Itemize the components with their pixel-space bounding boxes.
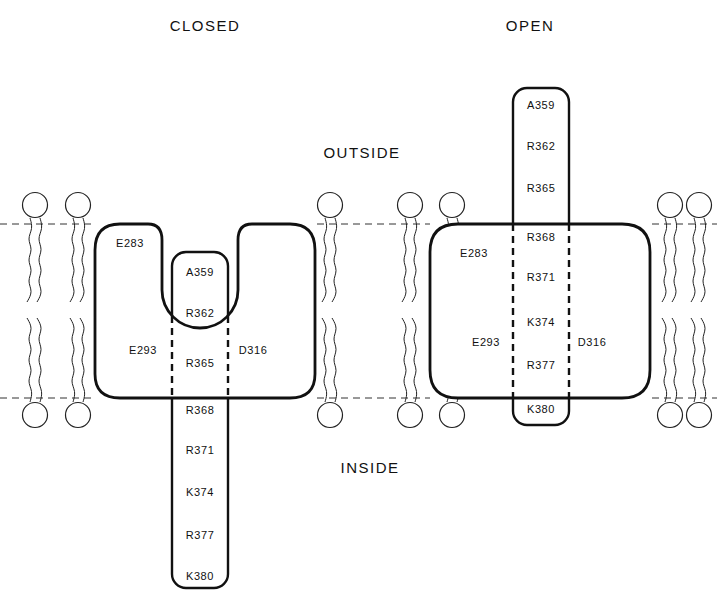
lipid-tail [402, 218, 407, 302]
residue-label: D316 [239, 345, 268, 356]
membrane-line [652, 224, 717, 225]
protein-outline-path [95, 224, 315, 398]
residue-label: A359 [186, 267, 214, 278]
s4-segment: A359R362R365R368R371K374R377K380 [172, 252, 228, 588]
residue-label: R365 [527, 183, 556, 194]
lipid-tail [70, 218, 75, 302]
residue-label: E283 [116, 238, 144, 249]
s4-outline-dashed [172, 316, 228, 398]
residue-label: E283 [460, 248, 488, 259]
lipid-head [398, 403, 423, 428]
residue-label: K380 [186, 571, 214, 582]
state-heading: CLOSED [170, 18, 241, 33]
lipid-tail [27, 218, 32, 302]
lipid-tail [80, 218, 85, 302]
s4-outline-dashed [513, 224, 569, 398]
side-label: OUTSIDE [323, 145, 400, 160]
lipid-head [23, 403, 48, 428]
membrane-line [652, 398, 717, 399]
lipid-head [658, 403, 683, 428]
lipid-head [440, 403, 465, 428]
residue-label: R365 [186, 358, 215, 369]
s4-segment: A359R362R365R368R371K374R377K380 [513, 88, 569, 425]
lipid-head [687, 193, 712, 218]
membrane-line [317, 224, 430, 225]
lipid-head [66, 403, 91, 428]
lipid-tail [701, 218, 706, 302]
protein-outline: E283E293 D316 [428, 222, 652, 400]
membrane-line [317, 398, 430, 399]
lipid-head [398, 193, 423, 218]
lipid-tail [672, 218, 677, 302]
lipid-tail [412, 318, 417, 402]
lipid-tail [80, 318, 85, 402]
lipid-tail [701, 318, 706, 402]
lipid-tail [332, 218, 337, 302]
residue-label: K380 [527, 404, 555, 415]
lipid-tail [322, 218, 327, 302]
lipid-tail [322, 318, 327, 402]
lipid-tail [691, 318, 696, 402]
lipid-tail [27, 318, 32, 402]
membrane-line [0, 224, 93, 225]
protein-outline-path [430, 224, 650, 398]
s4-outline [513, 88, 569, 425]
residue-label: R362 [527, 141, 556, 152]
residue-label: E293 [129, 345, 157, 356]
residue-label: R362 [186, 308, 215, 319]
residue-label: E293 [472, 337, 500, 348]
lipid-head [440, 193, 465, 218]
residue-label: R371 [186, 445, 215, 456]
residue-label: A359 [527, 100, 555, 111]
lipid-head [66, 193, 91, 218]
membrane-line [0, 398, 93, 399]
lipid-tail [672, 318, 677, 402]
lipid-tail [37, 318, 42, 402]
side-label: INSIDE [340, 460, 399, 475]
residue-label: R377 [527, 360, 556, 371]
lipid-tail [37, 218, 42, 302]
lipid-head [318, 193, 343, 218]
residue-label: K374 [186, 487, 214, 498]
residue-label: R368 [186, 405, 215, 416]
lipid-tail [332, 318, 337, 402]
residue-label: R368 [527, 232, 556, 243]
residue-label: D316 [578, 337, 607, 348]
lipid-bilayer [23, 193, 712, 428]
lipid-tail [412, 218, 417, 302]
residue-label: R377 [186, 530, 215, 541]
residue-label: R371 [527, 272, 556, 283]
lipid-tail [402, 318, 407, 402]
membrane-boundary [0, 224, 717, 398]
lipid-head [318, 403, 343, 428]
s4-outline-solid [172, 252, 228, 588]
lipid-head [23, 193, 48, 218]
lipid-tail [70, 318, 75, 402]
lipid-tail [691, 218, 696, 302]
state-heading: OPEN [506, 18, 555, 33]
lipid-head [658, 193, 683, 218]
s4-outline-solid [513, 88, 569, 425]
residue-label: K374 [527, 317, 555, 328]
lipid-tail [662, 318, 667, 402]
lipid-tail [662, 218, 667, 302]
lipid-head [687, 403, 712, 428]
